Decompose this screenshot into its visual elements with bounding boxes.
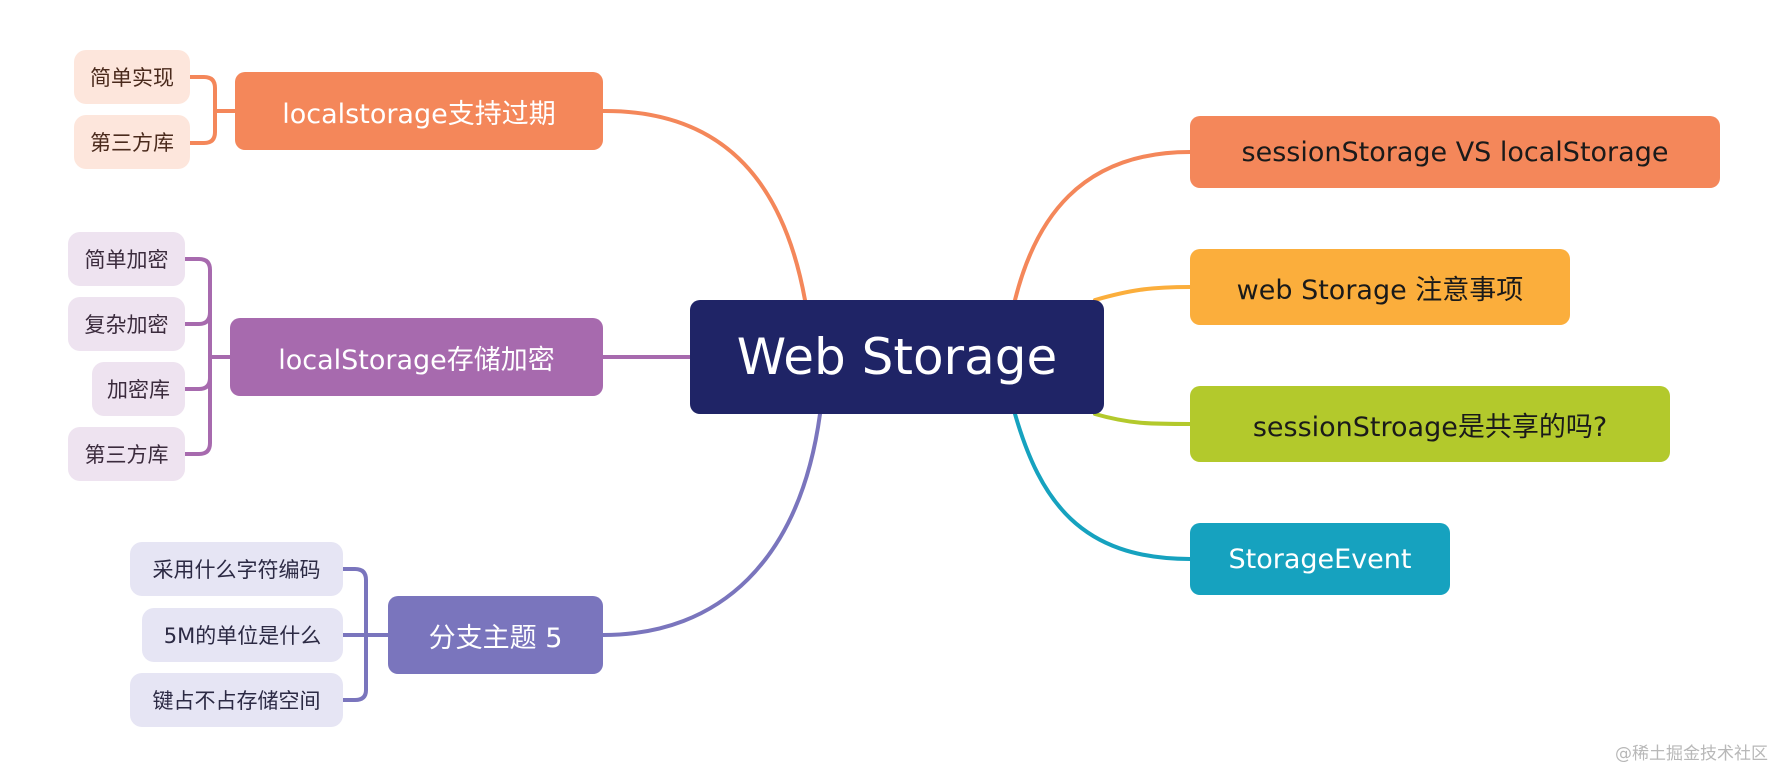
connector-notes [1093,285,1192,302]
leaf-key-storage-space[interactable]: 键占不占存储空间 [130,673,343,727]
leaf-label: 键占不占存储空间 [152,689,321,713]
branch-label: 分支主题 5 [428,622,563,654]
leaf-complex-encryption[interactable]: 复杂加密 [68,297,185,351]
branch-localstorage-encryption[interactable]: localStorage存储加密 [230,318,603,396]
branch-session-storage-shared[interactable]: sessionStroage是共享的吗? [1190,386,1670,462]
watermark: @稀土掘金技术社区 [1615,744,1768,764]
bracket-expiry [188,75,237,145]
connector-expiry [601,108,807,302]
central-topic-web-storage[interactable]: Web Storage [690,300,1104,414]
connector-topic5 [601,412,822,637]
leaf-label: 第三方库 [84,443,169,467]
leaf-5m-unit[interactable]: 5M的单位是什么 [142,608,343,662]
connector-shared [1093,412,1192,426]
leaf-label: 第三方库 [90,131,174,155]
branch-web-storage-notes[interactable]: web Storage 注意事项 [1190,249,1570,325]
leaf-character-encoding[interactable]: 采用什么字符编码 [130,542,343,596]
leaf-label: 复杂加密 [84,313,169,337]
bracket-topic5 [341,567,390,702]
leaf-third-party-library[interactable]: 第三方库 [74,115,190,169]
leaf-label: 5M的单位是什么 [163,624,322,648]
branch-localstorage-expiry[interactable]: localstorage支持过期 [235,72,603,150]
bracket-encryption [183,257,232,456]
branch-label: StorageEvent [1228,543,1412,575]
branch-label: sessionStorage VS localStorage [1241,136,1669,168]
leaf-label: 简单实现 [90,66,174,90]
leaf-label: 加密库 [107,378,170,402]
leaf-simple-implementation[interactable]: 简单实现 [74,50,190,104]
branch-storage-event[interactable]: StorageEvent [1190,523,1450,595]
leaf-label: 简单加密 [84,248,169,272]
leaf-label: 采用什么字符编码 [152,558,321,582]
branch-topic-5[interactable]: 分支主题 5 [388,596,603,674]
branch-session-vs-local[interactable]: sessionStorage VS localStorage [1190,116,1720,188]
leaf-encryption-library[interactable]: 加密库 [92,362,185,416]
connector-event [1013,412,1192,561]
branch-label: localstorage支持过期 [282,98,556,130]
central-topic-label: Web Storage [736,328,1058,386]
leaf-third-party-library[interactable]: 第三方库 [68,427,185,481]
branch-label: web Storage 注意事项 [1236,274,1524,306]
branch-label: sessionStroage是共享的吗? [1252,411,1608,443]
connector-session-vs-local [1013,150,1192,302]
branch-label: localStorage存储加密 [278,344,555,376]
leaf-simple-encryption[interactable]: 简单加密 [68,232,185,286]
